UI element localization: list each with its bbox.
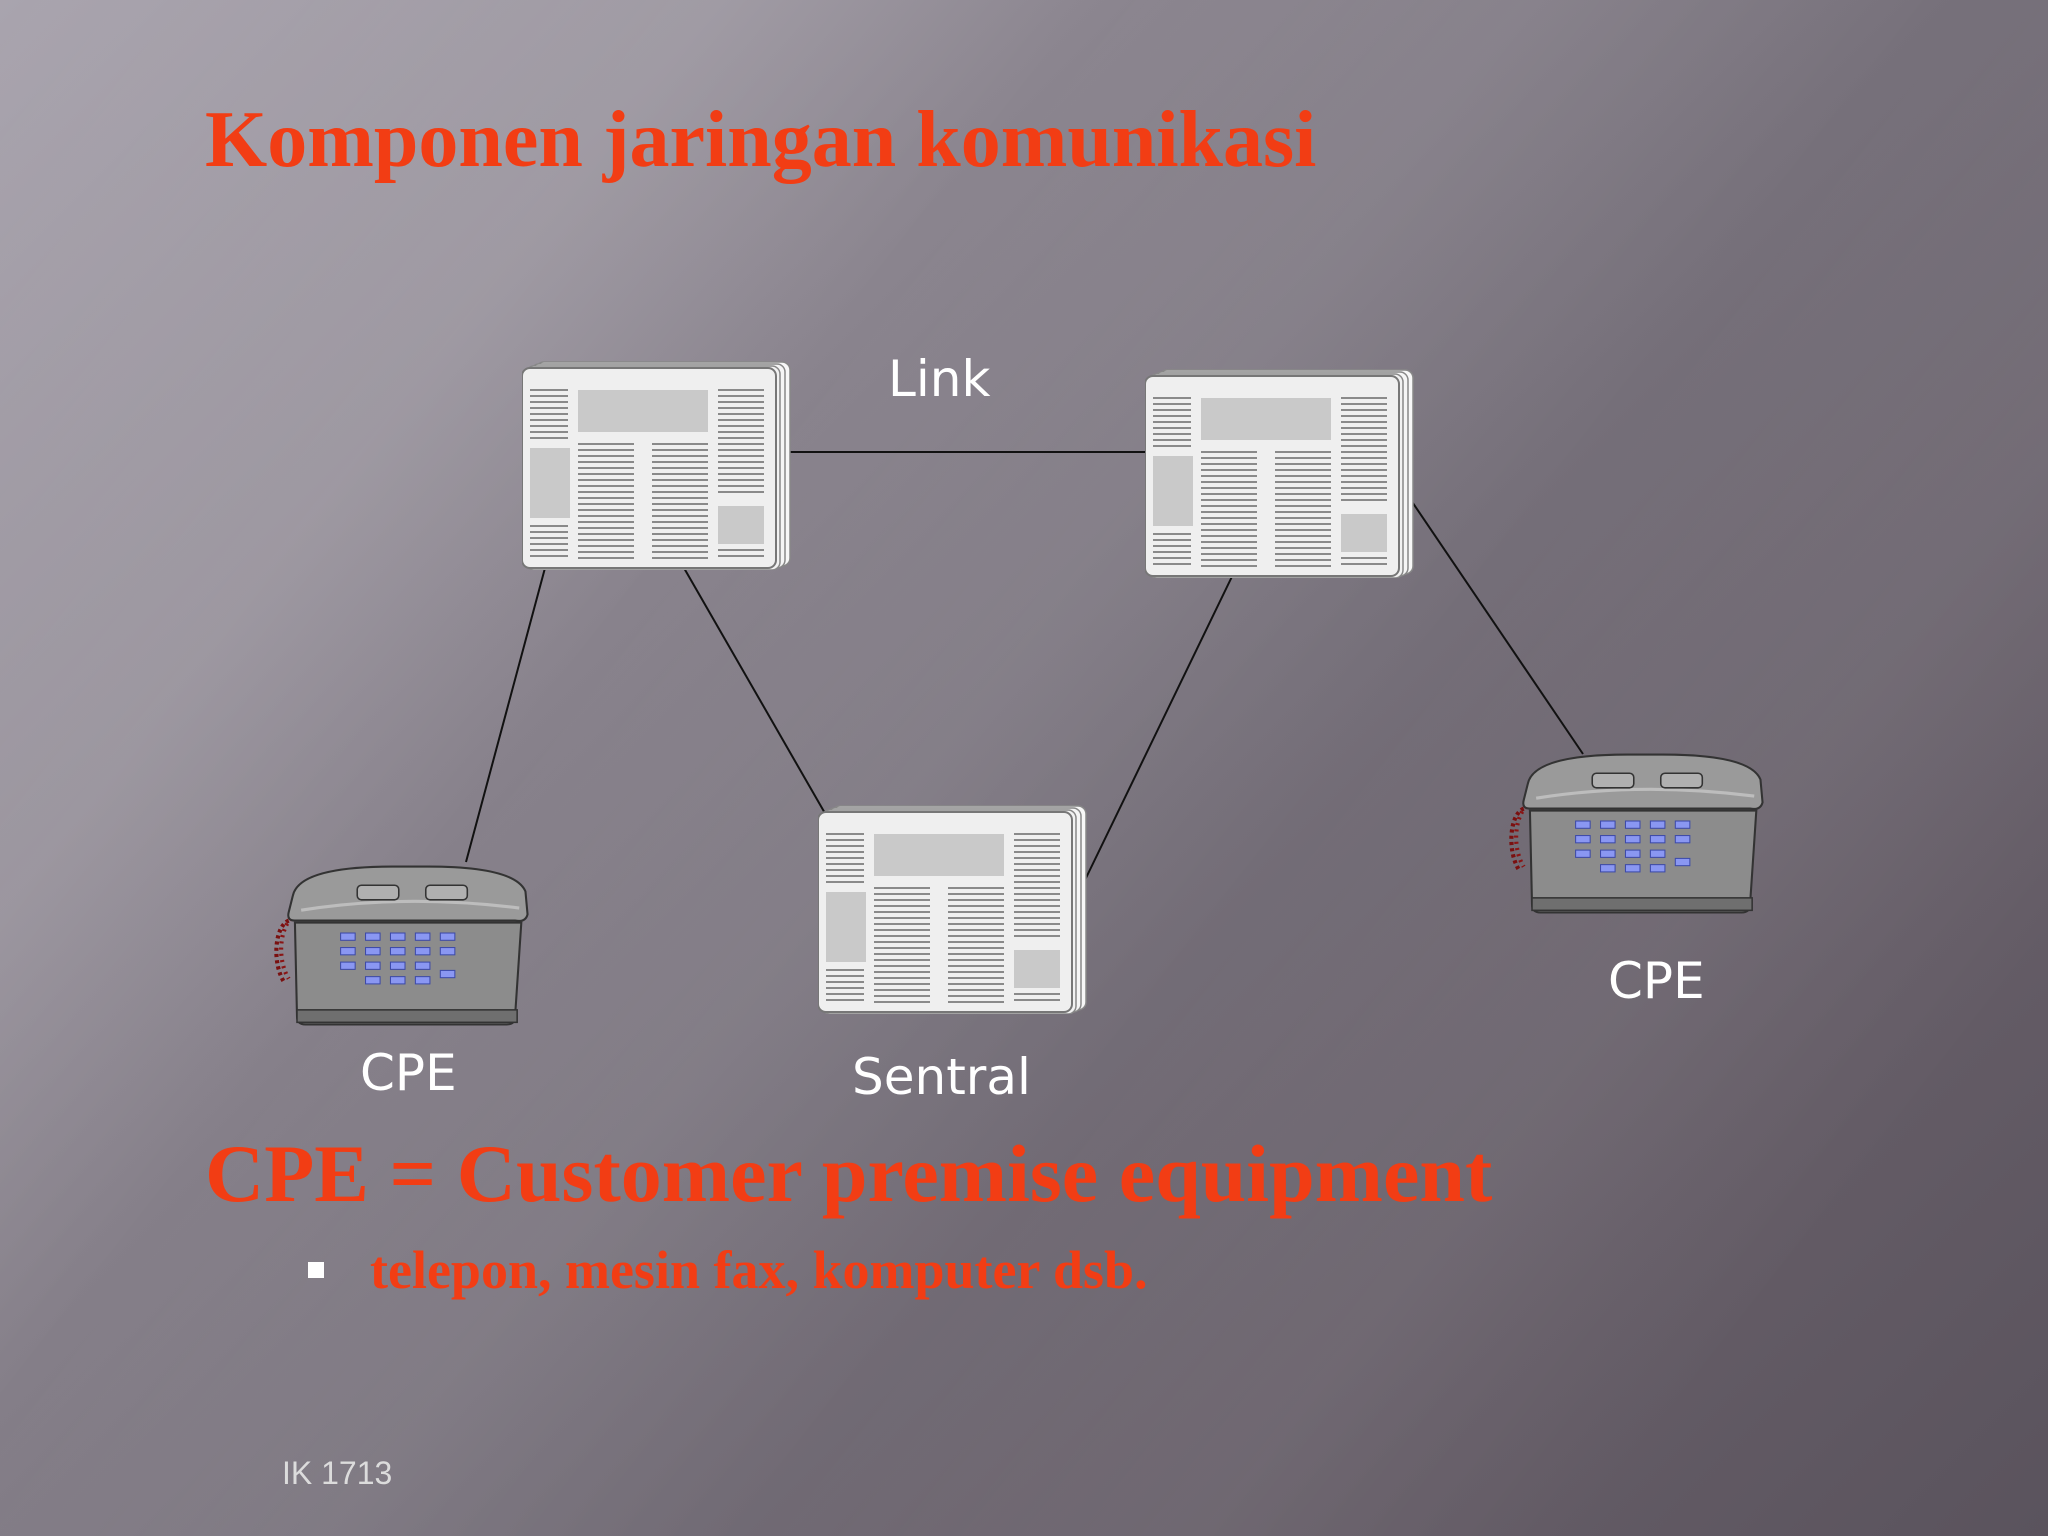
- bullet-text: telepon, mesin fax, komputer dsb.: [370, 1240, 1148, 1300]
- cpe-right-label: CPE: [1608, 952, 1705, 1010]
- link-lines: [465, 451, 1584, 881]
- link-line: [1084, 559, 1241, 881]
- link-line: [683, 567, 827, 816]
- bullet-square-icon: [308, 1262, 324, 1279]
- telephone-icon: [276, 867, 527, 1025]
- switch-icon: [522, 361, 791, 570]
- telephone-icon: [1511, 755, 1762, 913]
- link-label: Link: [888, 350, 991, 408]
- slide-title: Komponen jaringan komunikasi: [205, 96, 1317, 184]
- link-line: [465, 567, 546, 863]
- cpe-left-label: CPE: [360, 1044, 457, 1102]
- bullet-item: telepon, mesin fax, komputer dsb.: [308, 1238, 1148, 1303]
- switch-icon: [1145, 369, 1414, 578]
- cpe-definition: CPE = Customer premise equipment: [205, 1128, 1493, 1219]
- slide-footer: IK 1713: [282, 1455, 393, 1491]
- sentral-label: Sentral: [852, 1048, 1031, 1106]
- link-line: [1399, 483, 1584, 755]
- switch-icon: [818, 805, 1087, 1014]
